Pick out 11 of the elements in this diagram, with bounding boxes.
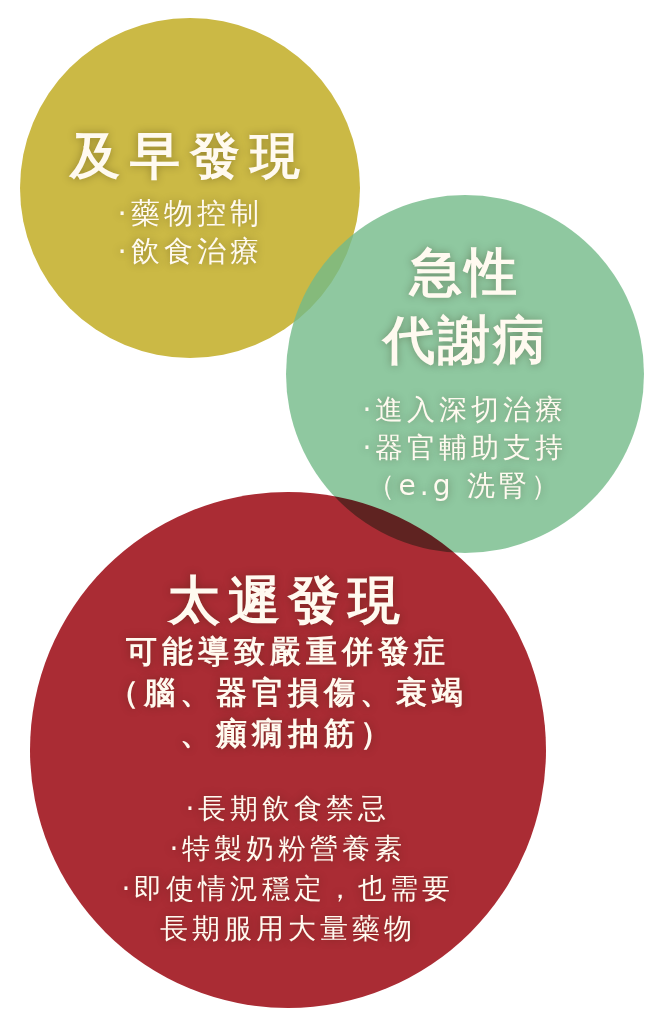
bullet-text: ·飲食治療: [116, 233, 264, 270]
subheading-text: 可能導致嚴重併發症（腦、器官損傷、衰竭、癲癇抽筋）: [107, 632, 469, 753]
bullet-text: ·即使情況穩定，也需要長期服用大量藥物: [120, 871, 456, 947]
heading: 急性代謝病: [380, 241, 549, 372]
bullet-text: ·長期飲食禁忌: [184, 791, 392, 827]
bullet-text: ·藥物控制: [116, 195, 264, 232]
bullet-text: ·器官輔助支持（e.g 洗腎）: [361, 430, 569, 504]
bullet-text: ·進入深切治療: [361, 392, 569, 428]
bullet-text: ·特製奶粉營養素: [168, 831, 408, 867]
heading: 及早發現: [68, 128, 311, 184]
heading: 太遲發現: [166, 569, 409, 631]
